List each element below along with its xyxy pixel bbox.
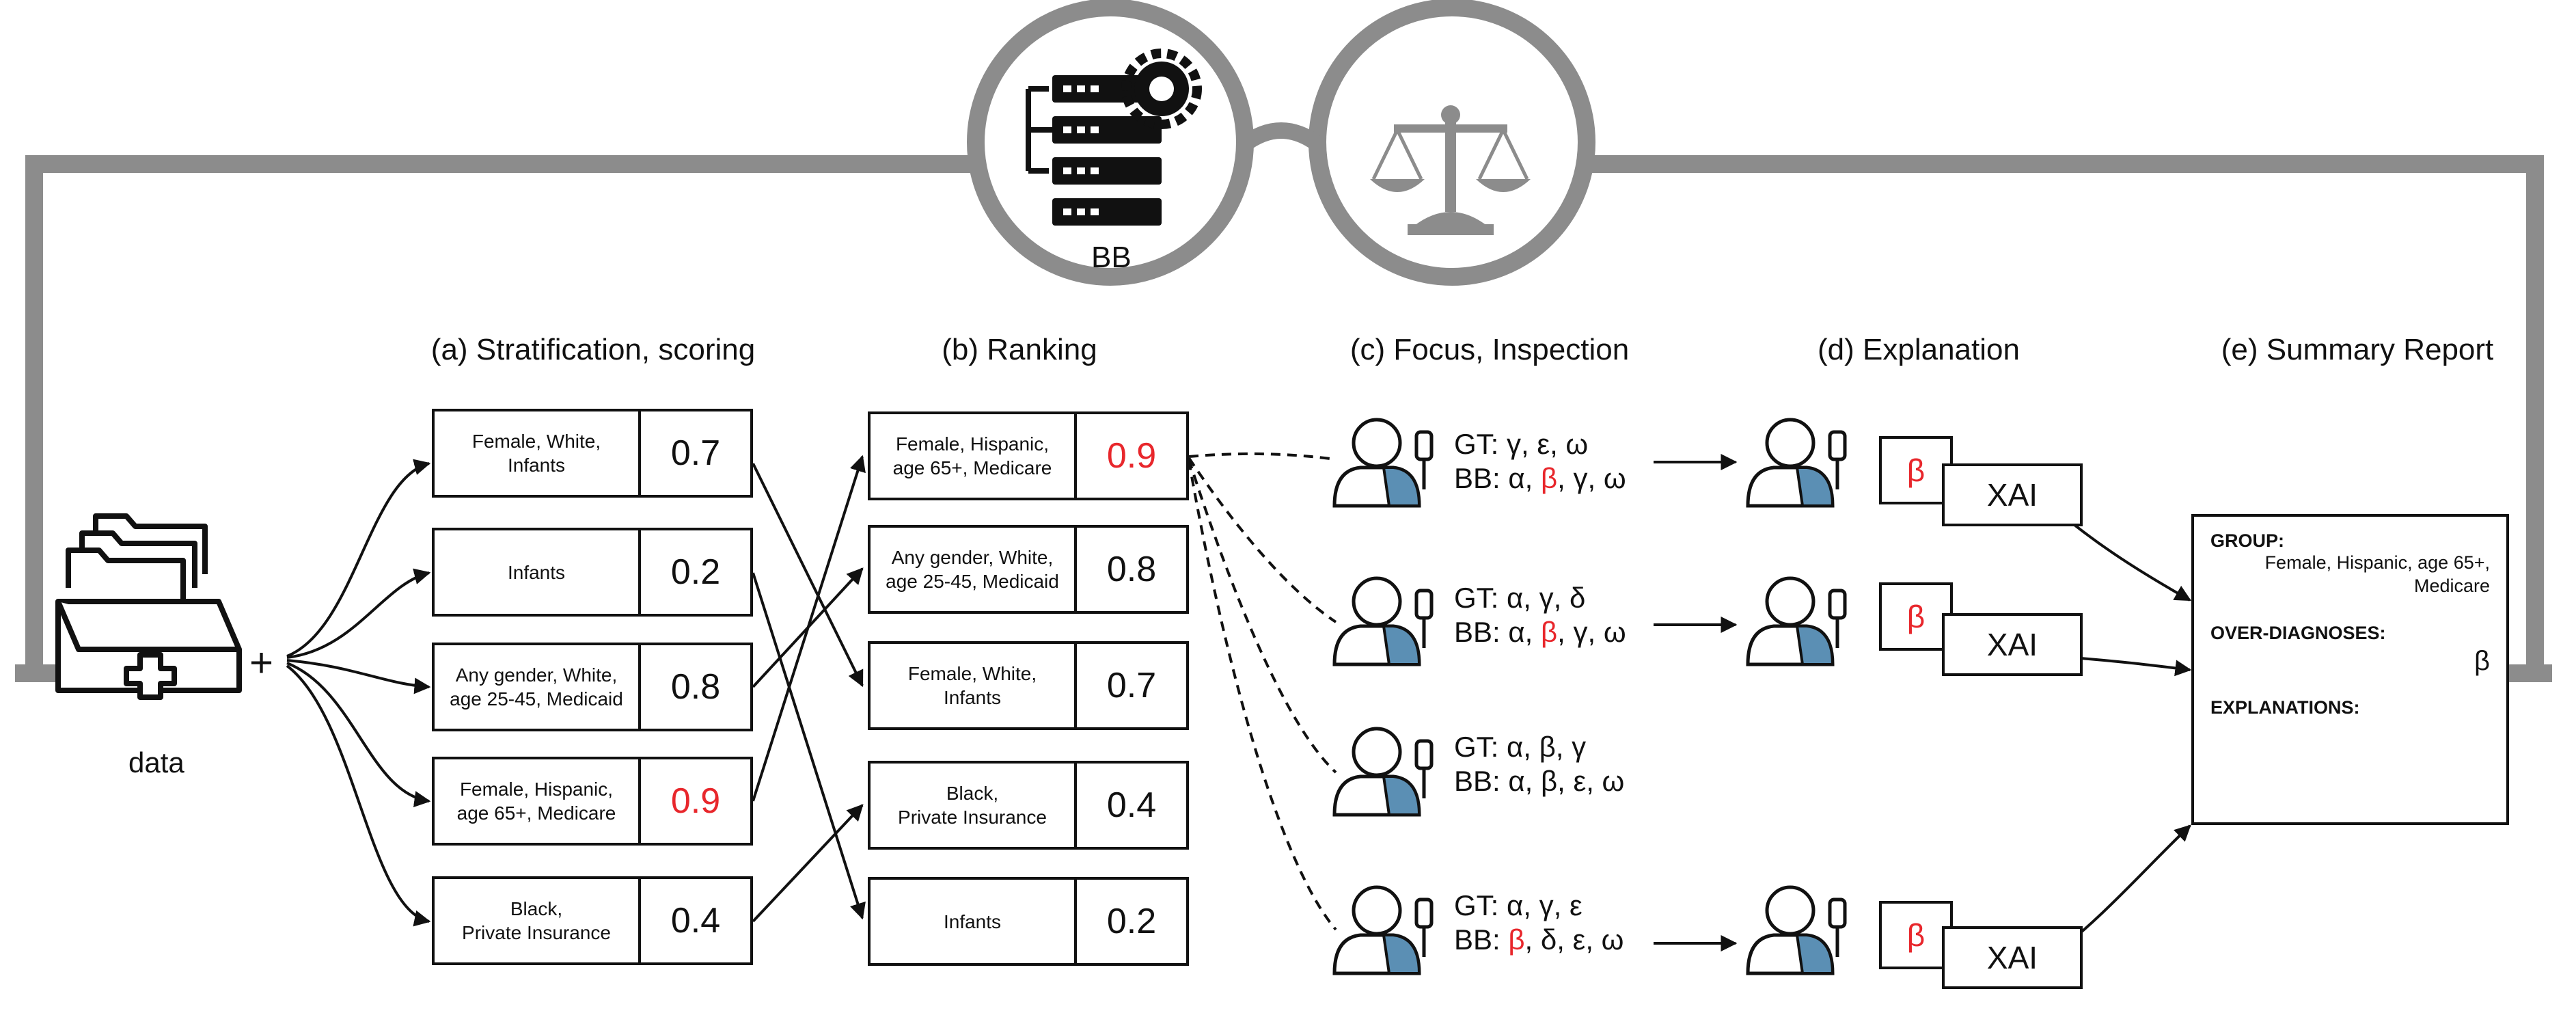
bb-label: BB — [1091, 241, 1132, 274]
header-summary-report: (e) Summary Report — [2221, 333, 2494, 366]
inspection-text: GT: α, γ, ε BB: β, δ, ε, ω — [1454, 889, 1623, 958]
beta-note: β — [1879, 436, 1953, 504]
rank-box: Any gender, White, age 25-45, Medicaid 0… — [868, 525, 1189, 614]
rank-label: Female, White, Infants — [907, 663, 1037, 708]
bb-line: BB: α, β, ε, ω — [1454, 765, 1625, 798]
rank-box: Female, White, Infants 0.7 — [868, 641, 1189, 730]
rank-score-highlight: 0.9 — [1074, 414, 1186, 498]
inspection-arrows — [1654, 454, 1738, 951]
strat-label: Black, Private Insurance — [462, 898, 611, 943]
xai-note: XAI — [1942, 463, 2083, 526]
rank-label: Female, Hispanic, age 65+, Medicare — [892, 433, 1052, 478]
ranking-connectors — [752, 455, 866, 923]
strat-box: Infants 0.2 — [432, 528, 753, 617]
strat-label: Female, White, Infants — [471, 431, 601, 476]
inspection-text: GT: α, β, γ BB: α, β, ε, ω — [1454, 730, 1624, 799]
gt-line: GT: α, γ, δ — [1454, 582, 1586, 614]
strat-box: Any gender, White, age 25-45, Medicaid 0… — [432, 643, 753, 731]
rank-box: Infants 0.2 — [868, 877, 1189, 966]
report-arrows — [2050, 504, 2192, 958]
rank-label: Black, Private Insurance — [898, 783, 1047, 828]
inspection-text: GT: α, γ, δ BB: α, β, γ, ω — [1454, 581, 1626, 650]
header-inspection: (c) Focus, Inspection — [1349, 333, 1630, 366]
bb-line: BB: β, δ, ε, ω — [1454, 923, 1624, 956]
rank-score: 0.4 — [1074, 764, 1186, 847]
strat-score: 0.7 — [638, 411, 750, 495]
rank-score: 0.8 — [1074, 528, 1186, 611]
frame-bracket — [15, 155, 2552, 682]
inspection-text: GT: γ, ε, ω BB: α, β, γ, ω — [1454, 427, 1626, 496]
report-group-value: Female, Hispanic, age 65+, Medicare — [2264, 552, 2490, 596]
gt-line: GT: α, β, γ — [1454, 731, 1587, 763]
person-icons-inspection — [1334, 420, 1431, 973]
strat-label: Infants — [507, 561, 566, 583]
strat-box: Female, Hispanic, age 65+, Medicare 0.9 — [432, 757, 753, 846]
data-connectors — [286, 459, 431, 927]
gt-line: GT: γ, ε, ω — [1454, 428, 1589, 460]
rank-score: 0.7 — [1074, 644, 1186, 727]
bb-line: BB: α, β, γ, ω — [1454, 462, 1626, 495]
server-gear-icon — [1026, 49, 1202, 226]
person-icons-explanation — [1748, 420, 1845, 973]
xai-note: XAI — [1942, 613, 2083, 676]
header-ranking: (b) Ranking — [942, 333, 1097, 366]
strat-score-highlight: 0.9 — [638, 759, 750, 843]
report-over-label: OVER-DIAGNOSES: — [2210, 622, 2386, 643]
summary-report: GROUP: Female, Hispanic, age 65+, Medica… — [2191, 514, 2509, 825]
rank-label: Infants — [943, 910, 1002, 932]
rank-box: Female, Hispanic, age 65+, Medicare 0.9 — [868, 411, 1189, 500]
strat-box: Female, White, Infants 0.7 — [432, 409, 753, 498]
header-stratification: (a) Stratification, scoring — [430, 333, 756, 366]
xai-note: XAI — [1942, 926, 2083, 989]
bb-line: BB: α, β, γ, ω — [1454, 616, 1626, 649]
report-over-value: β — [2474, 645, 2490, 676]
strat-score: 0.2 — [638, 530, 750, 614]
scales-icon — [1370, 105, 1531, 235]
data-label: data — [128, 746, 184, 779]
strat-label: Female, Hispanic, age 65+, Medicare — [456, 779, 616, 824]
plus-sign: + — [249, 640, 274, 686]
data-folder-icon — [55, 513, 242, 700]
strat-label: Any gender, White, age 25-45, Medicaid — [450, 664, 623, 710]
rank-box: Black, Private Insurance 0.4 — [868, 761, 1189, 850]
rank-score: 0.2 — [1074, 880, 1186, 963]
rank-label: Any gender, White, age 25-45, Medicaid — [886, 547, 1059, 592]
header-explanation: (d) Explanation — [1818, 333, 2020, 366]
strat-score: 0.4 — [638, 879, 750, 962]
report-group-label: GROUP: — [2210, 530, 2284, 551]
strat-score: 0.8 — [638, 645, 750, 729]
strat-box: Black, Private Insurance 0.4 — [432, 876, 753, 965]
focus-dashed-lines — [1188, 452, 1337, 931]
gt-line: GT: α, γ, ε — [1454, 889, 1582, 921]
report-explanations-label: EXPLANATIONS: — [2210, 697, 2360, 718]
